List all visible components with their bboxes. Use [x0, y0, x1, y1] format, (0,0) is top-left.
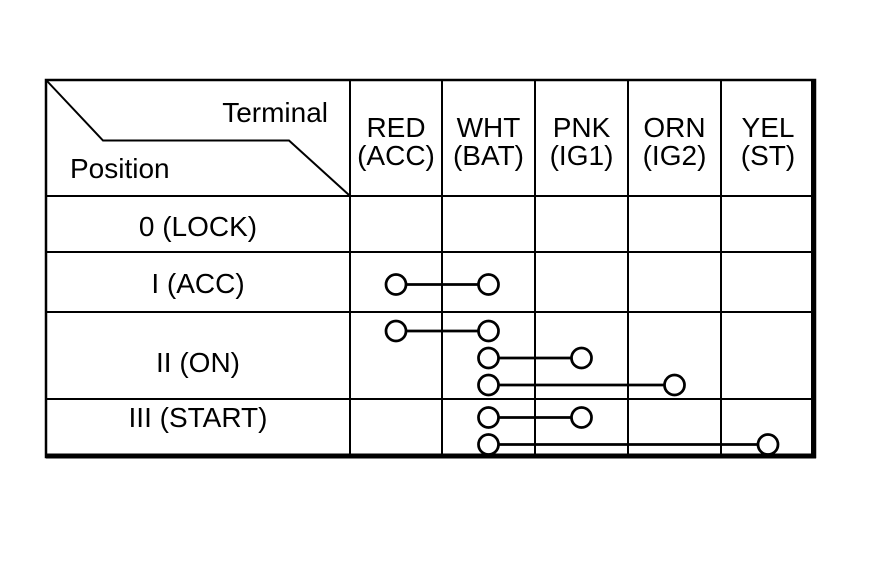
column-header-pnk-line1: PNK	[553, 112, 611, 143]
column-header-yel-line2: (ST)	[741, 140, 795, 171]
column-header-wht-line2: (BAT)	[453, 140, 524, 171]
row-label-start: III (START)	[129, 402, 268, 433]
column-header-orn-line2: (IG2)	[643, 140, 707, 171]
terminal-contact-circle-RED	[384, 319, 408, 343]
column-header-wht-line1: WHT	[457, 112, 521, 143]
row-label-on: II (ON)	[156, 347, 240, 378]
row-label-acc: I (ACC)	[151, 268, 244, 299]
column-header-red-line2: (ACC)	[357, 140, 435, 171]
terminal-contact-circle-PNK	[570, 346, 593, 370]
corner-terminal-label: Terminal	[222, 97, 328, 128]
terminal-contact-circle-PNK	[570, 406, 593, 429]
column-header-pnk-line2: (IG1)	[550, 140, 614, 171]
corner-position-label: Position	[70, 153, 170, 184]
terminal-contact-circle-YEL	[756, 433, 780, 456]
column-header-red-line1: RED	[366, 112, 425, 143]
terminal-contact-circle-WHT	[477, 433, 500, 456]
terminal-contact-circle-WHT	[477, 406, 500, 429]
column-header-yel-line1: YEL	[742, 112, 795, 143]
column-header-orn-line1: ORN	[643, 112, 705, 143]
terminal-contact-circle-WHT	[477, 373, 500, 397]
terminal-contact-circle-WHT	[477, 346, 500, 370]
terminal-contact-circle-ORN	[663, 373, 686, 397]
continuity-connectors	[384, 273, 780, 456]
terminal-contact-circle-WHT	[477, 273, 500, 296]
terminal-contact-circle-WHT	[477, 319, 500, 343]
terminal-contact-circle-RED	[384, 273, 408, 296]
row-label-lock: 0 (LOCK)	[139, 211, 257, 242]
corner-diagonal-divider	[46, 80, 350, 196]
